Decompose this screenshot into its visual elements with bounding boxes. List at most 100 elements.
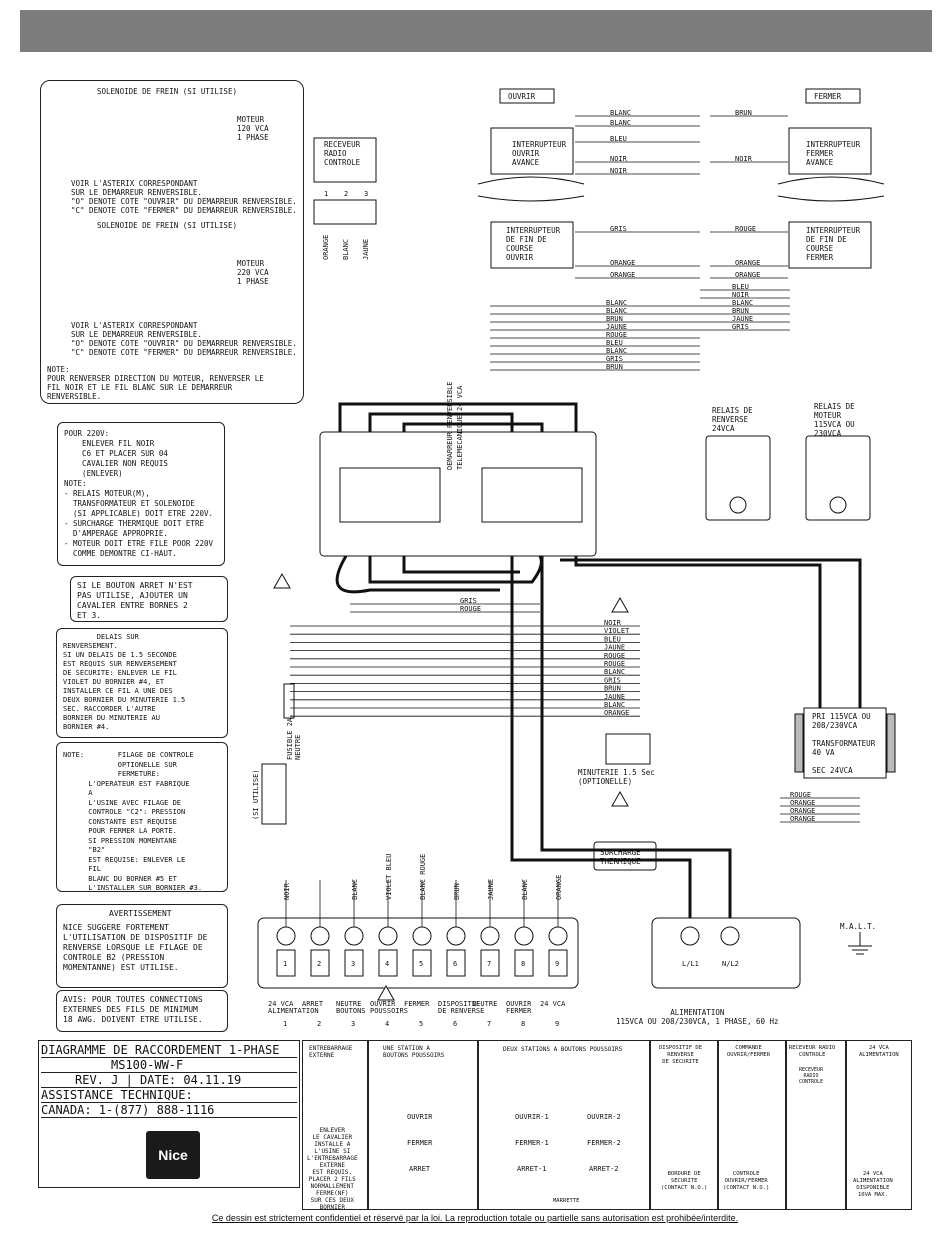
terminal-slot: [480, 949, 500, 977]
demarreur-label-2: TELEMECANIQUE 24 VCA: [456, 385, 464, 470]
terminal-slot: [446, 949, 466, 977]
alimentation-label: ALIMENTATION 115VCA OU 208/230VCA, 1 PHA…: [616, 1008, 779, 1026]
terminal-number-8: 8: [521, 960, 525, 968]
interrupteur-fin-ouvrir: INTERRUPTEUR DE FIN DE COURSE OUVRIR: [506, 226, 561, 262]
motor-reverse-note: NOTE: POUR RENVERSER DIRECTION DU MOTEUR…: [47, 365, 264, 401]
terminal-screw: [412, 926, 432, 946]
terminal-slot: [378, 949, 398, 977]
note-arret: SI LE BOUTON ARRET N'EST PAS UTILISE, AJ…: [70, 576, 228, 622]
terminal-slot: [412, 949, 432, 977]
terminal-index-9: 9: [555, 1020, 559, 1028]
terminal-bottom-label: DISPOSITIF: [438, 1000, 480, 1008]
terminal-bottom-label: 24 VCA: [268, 1000, 294, 1008]
wire-color-label: NOIR: [604, 619, 622, 627]
power-terminal-screw: [680, 926, 700, 946]
terminal-number-9: 9: [555, 960, 559, 968]
terminal-index-8: 8: [521, 1020, 525, 1028]
terminal-bottom-label: FERMER: [404, 1000, 430, 1008]
wire-color-label: NOIR: [610, 167, 628, 175]
title-line3: REV. J | DATE: 04.11.19: [41, 1073, 297, 1088]
panel-une-station: UNE STATION A BOUTONS POUSSOIRS OUVRIR F…: [368, 1040, 478, 1210]
wire-color-label: BRUN: [606, 363, 623, 371]
terminal-wire-color: BRUN: [453, 883, 461, 900]
wire-color-label: NOIR: [735, 155, 753, 163]
wire-color-label: BLANC: [606, 347, 627, 355]
panel-deux-stations: DEUX STATIONS A BOUTONS POUSSOIRS OUVRIR…: [478, 1040, 650, 1210]
terminal-index-3: 3: [351, 1020, 355, 1028]
terminal-bottom-label: NEUTRE: [336, 1000, 361, 1008]
neutre-vert-label: NEUTRE: [294, 735, 302, 760]
interrupteur-fin-fermer-box: [788, 221, 872, 269]
interrupteur-fin-fermer: INTERRUPTEUR DE FIN DE COURSE FERMER: [806, 226, 861, 262]
radio-wire-label: ORANGE: [322, 235, 330, 260]
terminal-index-4: 4: [385, 1020, 389, 1028]
terminal-bottom-label: 24 VCA: [540, 1000, 566, 1008]
wire-color-label: ROUGE: [604, 652, 625, 660]
wire-color-label: JAUNE: [604, 644, 625, 652]
wire-color-label: BLANC: [604, 668, 625, 676]
wire-color-label: BRUN: [604, 685, 621, 693]
terminal-index-6: 6: [453, 1020, 457, 1028]
terminal-bottom-label: DE RENVERSE: [438, 1007, 484, 1015]
power-terminal-screw: [720, 926, 740, 946]
interrupteur-fermer-avance-box: [788, 127, 872, 175]
power-terminal-label: N/L2: [722, 960, 739, 968]
wire-color-label: JAUNE: [604, 693, 625, 701]
wire-color-label: GRIS: [460, 597, 477, 605]
si-utilise-label: (SI UTILISE): [252, 769, 260, 820]
wire-color-label: BLEU: [732, 283, 749, 291]
title-line1: DIAGRAMME DE RACCORDEMENT 1-PHASE: [41, 1043, 297, 1058]
wire-color-label: BLANC: [604, 701, 625, 709]
nice-logo: Nice: [146, 1131, 200, 1179]
wire-color-label: GRIS: [604, 676, 621, 684]
terminal-number-3: 3: [351, 960, 355, 968]
terminal-index-2: 2: [317, 1020, 321, 1028]
terminal-slot: [344, 949, 364, 977]
wire-color-label: ORANGE: [735, 259, 760, 267]
terminal-index-1: 1: [283, 1020, 287, 1028]
recepteur-radio: RECEVEUR RADIO CONTROLE: [324, 140, 361, 167]
radio-term-1: 1: [324, 190, 328, 198]
wire-color-label: GRIS: [732, 323, 749, 331]
panel-commande: COMMANDE OUVRIR/FERMER CONTROLE OUVRIR/F…: [718, 1040, 786, 1210]
terminal-screw: [344, 926, 364, 946]
wire-color-label: ROUGE: [606, 331, 627, 339]
note-delais: DELAIS SUR RENVERSEMENT. SI UN DELAIS DE…: [56, 628, 228, 738]
voir-note-1: VOIR L'ASTERIX CORRESPONDANT SUR LE DEMA…: [71, 179, 297, 215]
terminal-wire-color: BLANC ROUGE: [419, 854, 427, 900]
terminal-wire-color: VIOLET BLEU: [385, 854, 393, 900]
terminal-wire-color: BLANC: [351, 879, 359, 900]
demarreur-label: DEMARREUR RENVERSIBLE: [446, 381, 454, 470]
power-terminal-label: L/L1: [682, 960, 699, 968]
wire-color-label: BLANC: [610, 109, 631, 117]
terminal-slot: [514, 949, 534, 977]
interrupteur-ouvrir-avance: INTERRUPTEUR OUVRIR AVANCE: [512, 140, 567, 167]
terminal-slot: [310, 949, 330, 977]
motor-220-label: MOTEUR 220 VCA 1 PHASE: [237, 259, 269, 286]
terminal-wire-color: BLANC: [521, 879, 529, 900]
voir-note-2: VOIR L'ASTERIX CORRESPONDANT SUR LE DEMA…: [71, 321, 297, 357]
terminal-index-5: 5: [419, 1020, 423, 1028]
relais-moteur: RELAIS DE MOTEUR 115VCA OU 230VCA: [814, 402, 855, 438]
wire-color-label: ORANGE: [610, 271, 635, 279]
panel-24vca: 24 VCA ALIMENTATION 24 VCA ALIMENTATION …: [846, 1040, 912, 1210]
wire-color-label: BLANC: [606, 307, 627, 315]
panel-receveur: RECEVEUR RADIO CONTROLE RECEVEUR RADIO C…: [786, 1040, 846, 1210]
terminal-screw: [548, 926, 568, 946]
terminal-bottom-label: NEUTRE: [472, 1000, 497, 1008]
wire-color-label: BRUN: [732, 307, 749, 315]
wire-color-label: ORANGE: [790, 815, 815, 823]
fuse-label: FUSIBLE 2A.: [286, 714, 294, 760]
note-avertissement: AVERTISSEMENT NICE SUGGERE FORTEMENT L'U…: [56, 904, 228, 988]
fermer-tag: FERMER: [814, 92, 842, 101]
terminal-wire-color: ORANGE: [555, 875, 563, 900]
wire-color-label: BLEU: [606, 339, 623, 347]
terminal-bottom-label: FERMER: [506, 1007, 532, 1015]
terminal-number-6: 6: [453, 960, 457, 968]
terminal-index-7: 7: [487, 1020, 491, 1028]
terminal-slot: [548, 949, 568, 977]
note-filage: NOTE: FILAGE DE CONTROLE OPTIONELLE SUR …: [56, 742, 228, 892]
terminal-bottom-label: OUVRIR: [370, 1000, 396, 1008]
title-line4: ASSISTANCE TECHNIQUE:: [41, 1088, 297, 1103]
